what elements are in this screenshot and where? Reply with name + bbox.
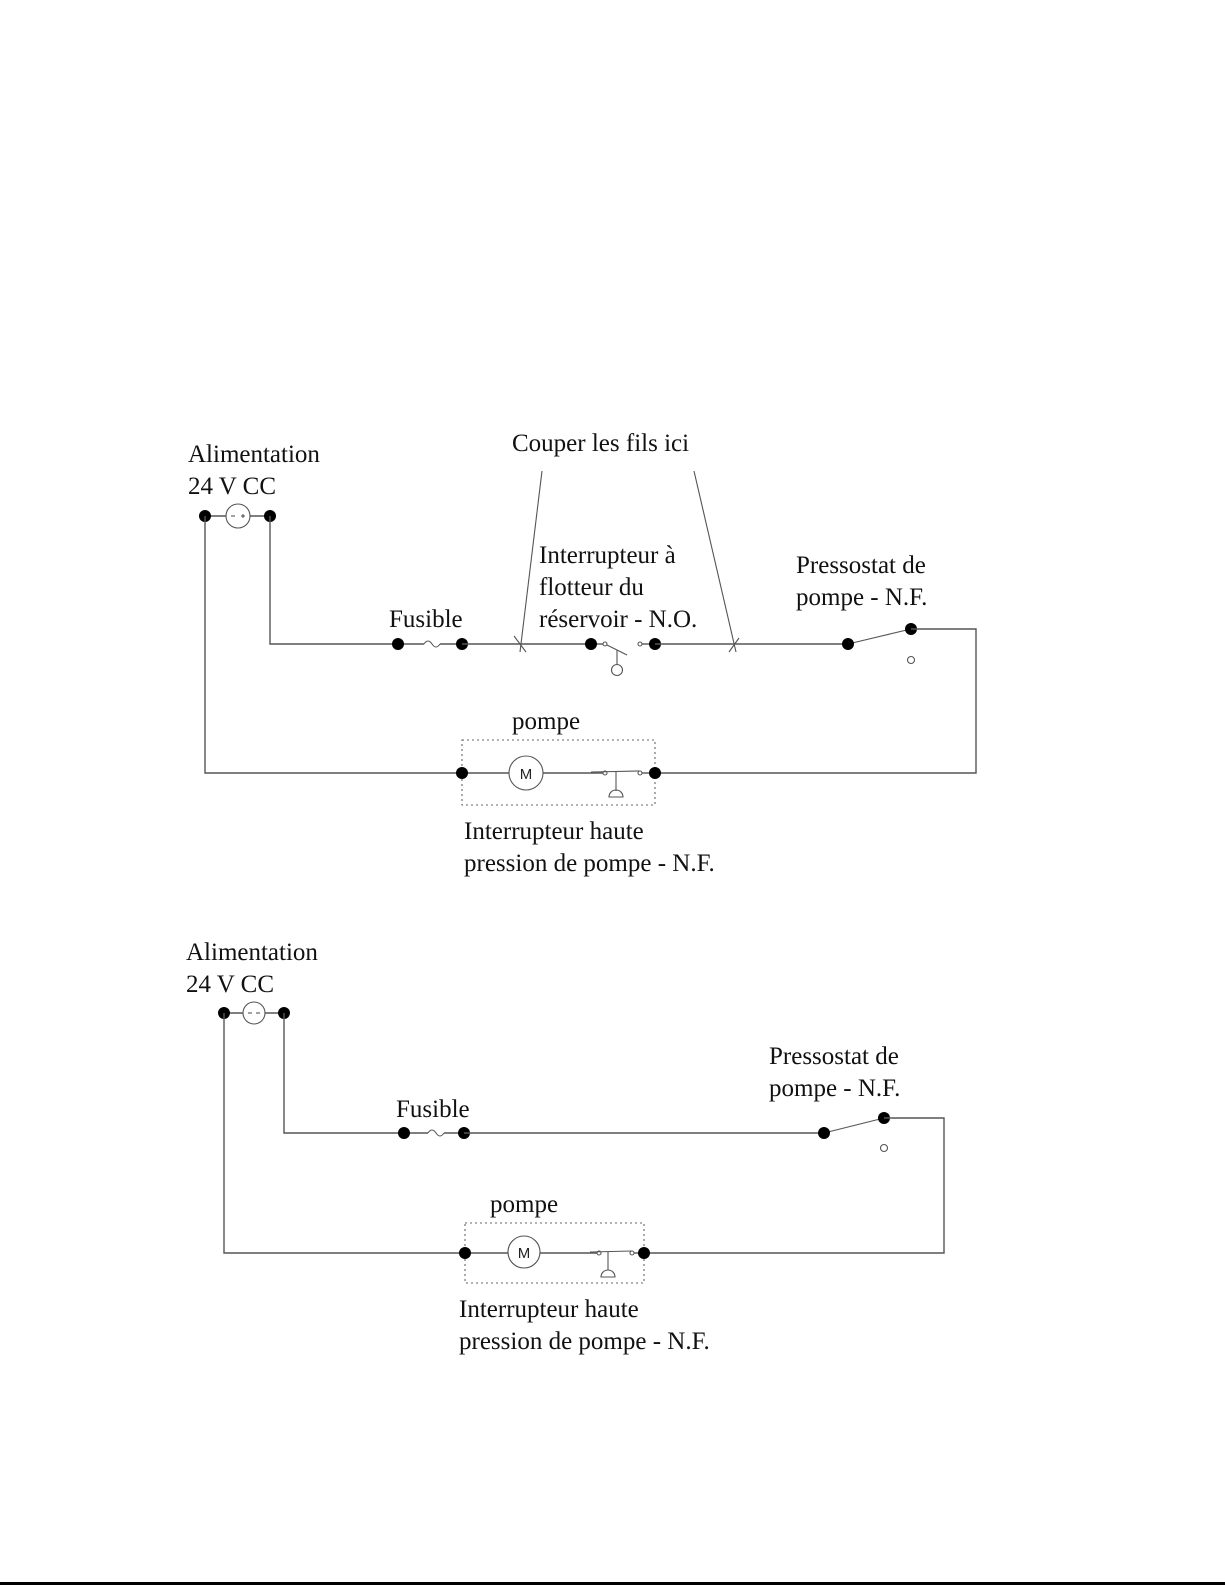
pressure-switch-symbol <box>818 1112 890 1152</box>
pump-label: pompe <box>490 1191 558 1218</box>
hp-switch-label-line1: Interrupteur haute <box>464 818 644 845</box>
terminal-node <box>585 638 597 650</box>
power-supply-label-line1: Alimentation <box>186 939 318 966</box>
wire-positive <box>270 516 398 644</box>
terminal-node <box>459 1247 471 1259</box>
power-supply-label-line2: 24 V CC <box>186 971 274 998</box>
float-switch-symbol <box>585 638 661 676</box>
float-switch-label-line2: flotteur du <box>539 574 644 601</box>
terminal-node <box>818 1127 830 1139</box>
fuse-label: Fusible <box>389 606 463 633</box>
power-supply-symbol <box>218 1002 290 1024</box>
pressure-switch-symbol <box>842 623 917 664</box>
wire-return <box>655 629 976 773</box>
terminal-node <box>392 638 404 650</box>
power-supply-label-line1: Alimentation <box>188 441 320 468</box>
power-supply-symbol <box>199 504 276 528</box>
motor-label: M <box>520 766 533 783</box>
wire-return <box>644 1118 944 1253</box>
terminal-node <box>456 767 468 779</box>
power-supply-label-line2: 24 V CC <box>188 473 276 500</box>
pump-assembly: M <box>456 740 661 805</box>
pressure-switch-label-line2: pompe - N.F. <box>796 584 927 611</box>
terminal-node <box>842 638 854 650</box>
fuse-label: Fusible <box>396 1096 470 1123</box>
diagram-without-float-switch: Alimentation 24 V CC Fusible Pressostat … <box>186 939 944 1355</box>
terminal-node <box>638 1247 650 1259</box>
pressure-switch-label-line2: pompe - N.F. <box>769 1075 900 1102</box>
float-switch-label-line1: Interrupteur à <box>539 542 676 569</box>
float-switch-label-line3: réservoir - N.O. <box>539 606 697 633</box>
diagram-with-float-switch: Alimentation 24 V CC Couper les fils ici… <box>188 430 976 877</box>
terminal-node <box>649 767 661 779</box>
pump-assembly: M <box>459 1223 650 1283</box>
hp-switch-label-line1: Interrupteur haute <box>459 1296 639 1323</box>
motor-label: M <box>518 1245 531 1262</box>
fuse-symbol <box>398 1127 470 1139</box>
hp-switch-label-line2: pression de pompe - N.F. <box>459 1328 710 1355</box>
pressure-switch-label-line1: Pressostat de <box>769 1043 899 1070</box>
cut-wires-label: Couper les fils ici <box>512 430 689 457</box>
hp-switch-label-line2: pression de pompe - N.F. <box>464 850 715 877</box>
pump-label: pompe <box>512 708 580 735</box>
pressure-switch-label-line1: Pressostat de <box>796 552 926 579</box>
wire-positive <box>284 1013 404 1133</box>
terminal-node <box>398 1127 410 1139</box>
fuse-symbol <box>392 638 468 650</box>
